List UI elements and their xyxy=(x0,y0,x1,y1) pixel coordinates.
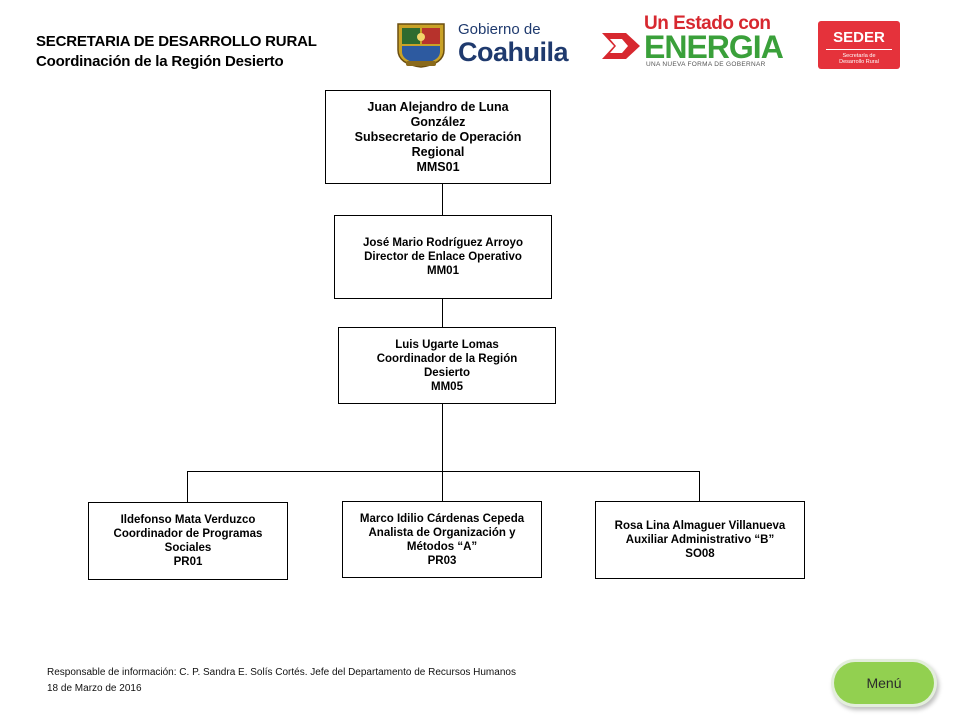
un-estado-con-text: Un Estado con xyxy=(644,13,771,34)
estado-con-energia-logo: Un Estado con ENERGIA UNA NUEVA FORMA DE… xyxy=(600,13,800,69)
node-auxiliar: Rosa Lina Almaguer Villanueva Auxiliar A… xyxy=(595,501,805,579)
node-subsecretario: Juan Alejandro de Luna González Subsecre… xyxy=(325,90,551,184)
node-analista-name: Marco Idilio Cárdenas Cepeda xyxy=(359,512,525,525)
node-programas-title-2: Sociales xyxy=(164,542,212,554)
footer-responsable: Responsable de información: C. P. Sandra… xyxy=(47,667,516,678)
coahuila-coat-of-arms-logo xyxy=(392,20,450,68)
node-analista-title-1: Analista de Organización y xyxy=(368,526,516,539)
node-programas-title-1: Coordinador de Programas xyxy=(113,528,263,540)
node-coordinador-code: MM05 xyxy=(431,380,463,393)
node-analista-title-2: Métodos “A” xyxy=(406,540,478,553)
node-auxiliar-name: Rosa Lina Almaguer Villanueva xyxy=(614,520,786,532)
menu-button[interactable]: Menú xyxy=(834,662,934,704)
node-analista: Marco Idilio Cárdenas Cepeda Analista de… xyxy=(342,501,542,578)
gobierno-de-text: Gobierno de xyxy=(458,21,541,38)
node-coordinador: Luis Ugarte Lomas Coordinador de la Regi… xyxy=(338,327,556,404)
node-subsecretario-title-2: Regional xyxy=(411,144,465,159)
node-programas-code: PR01 xyxy=(173,556,203,568)
node-coordinador-title-1: Coordinador de la Región xyxy=(376,352,518,365)
node-subsecretario-name-1: Juan Alejandro de Luna xyxy=(367,99,509,114)
connector-bus-analista xyxy=(442,471,443,502)
gobierno-coahuila-logo: Gobierno de Coahuila xyxy=(458,22,593,68)
node-subsecretario-title-1: Subsecretario de Operación xyxy=(354,129,522,144)
header-secretaria: SECRETARIA DE DESARROLLO RURAL xyxy=(36,33,317,50)
node-director-title: Director de Enlace Operativo xyxy=(364,251,522,263)
energia-arrow-icon xyxy=(602,33,640,59)
connector-coordinador-bus xyxy=(442,403,443,471)
header-coordinacion: Coordinación de la Región Desierto xyxy=(36,53,284,70)
connector-horizontal-bus xyxy=(187,471,700,472)
node-coordinador-title-2: Desierto xyxy=(423,366,471,379)
node-director-code: MM01 xyxy=(427,265,459,277)
energia-text: ENERGIA xyxy=(644,29,784,65)
coahuila-text: Coahuila xyxy=(458,37,569,67)
node-director-name: José Mario Rodríguez Arroyo xyxy=(363,237,523,249)
connector-bus-programas xyxy=(187,471,188,503)
footer-fecha: 18 de Marzo de 2016 xyxy=(47,683,142,694)
node-subsecretario-name-2: González xyxy=(410,114,466,129)
node-auxiliar-code: SO08 xyxy=(685,548,715,560)
node-subsecretario-code: MMS01 xyxy=(416,159,460,174)
energia-tagline: UNA NUEVA FORMA DE GOBERNAR xyxy=(646,61,766,68)
node-coordinador-programas: Ildefonso Mata Verduzco Coordinador de P… xyxy=(88,502,288,580)
connector-director-coordinador xyxy=(442,298,443,328)
connector-bus-auxiliar xyxy=(699,471,700,502)
node-programas-name: Ildefonso Mata Verduzco xyxy=(120,514,256,526)
seder-subtitle: Secretaría de Desarrollo Rural xyxy=(839,53,879,65)
node-coordinador-name: Luis Ugarte Lomas xyxy=(395,338,499,351)
seder-title: SEDER xyxy=(833,29,885,46)
connector-subsecretario-director xyxy=(442,183,443,216)
node-auxiliar-title: Auxiliar Administrativo “B” xyxy=(625,534,775,546)
node-analista-code: PR03 xyxy=(427,554,457,567)
node-director: José Mario Rodríguez Arroyo Director de … xyxy=(334,215,552,299)
seder-logo: SEDER Secretaría de Desarrollo Rural xyxy=(818,21,900,69)
